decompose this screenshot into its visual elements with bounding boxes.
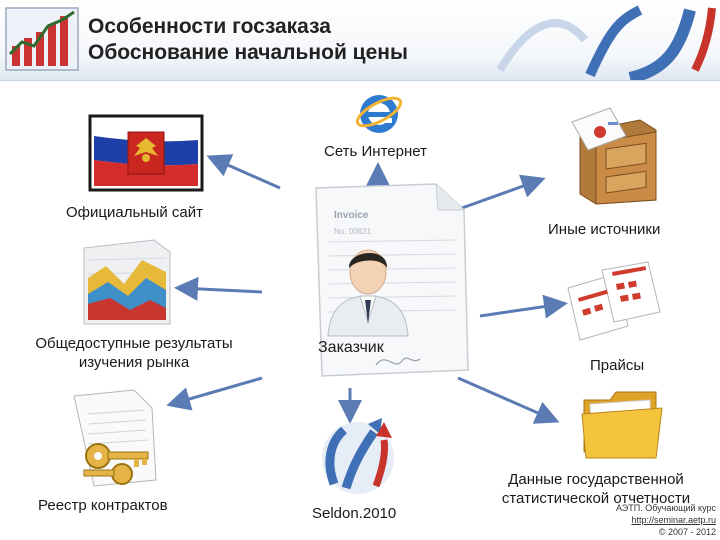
state-statistics-label-line1: Данные государственной	[508, 471, 684, 488]
arrow-to-price-lists	[479, 294, 568, 319]
market-research-label-line1: Общедоступные результаты	[35, 335, 233, 352]
invoice-title: Invoice	[334, 210, 369, 221]
price-lists-label[interactable]: Прайсы	[590, 357, 645, 374]
customer-avatar-icon	[327, 249, 409, 337]
center-label: Заказчик	[318, 339, 384, 356]
document-keys-icon[interactable]	[64, 388, 172, 492]
invoice-number: No. 00631	[334, 227, 371, 236]
arrow-to-market-research	[174, 276, 263, 301]
internet-label[interactable]: Сеть Интернет	[324, 143, 427, 160]
other-sources-label[interactable]: Иные источники	[548, 221, 661, 238]
price-documents-icon[interactable]	[562, 260, 666, 342]
russian-flag-emblem[interactable]	[88, 114, 204, 192]
arrow-to-other-sources	[461, 174, 546, 210]
market-research-label[interactable]: Общедоступные результаты изучения рынка	[14, 334, 254, 372]
footer-link[interactable]: http://seminar.aetp.ru	[631, 515, 716, 525]
growth-chart-logo-icon	[5, 7, 79, 71]
title-line-2: Обоснование начальной цены	[88, 41, 408, 64]
footer-credits: АЭТП. Обучающий курс http://seminar.aetp…	[616, 502, 716, 538]
arrow-to-contract-registry	[166, 376, 263, 411]
area-chart-icon[interactable]	[80, 238, 172, 326]
header-bar: Особенности госзаказа Обоснование началь…	[0, 0, 720, 81]
arrow-to-state-statistics	[457, 376, 560, 424]
contract-registry-label[interactable]: Реестр контрактов	[38, 497, 168, 514]
arrow-to-official-site	[206, 154, 281, 190]
official-site-label[interactable]: Официальный сайт	[66, 204, 203, 221]
state-statistics-label-line2: статистической отчетности	[501, 490, 691, 507]
yellow-folder-icon[interactable]	[580, 386, 664, 462]
seldon-label[interactable]: Seldon.2010	[312, 505, 397, 522]
footer-course: АЭТП. Обучающий курс	[615, 503, 716, 513]
internet-explorer-icon[interactable]	[354, 88, 404, 138]
page-title: Особенности госзаказа Обоснование началь…	[88, 14, 408, 66]
seldon-logo[interactable]	[316, 412, 400, 498]
file-cabinet-icon[interactable]	[570, 102, 662, 206]
title-line-1: Особенности госзаказа	[88, 15, 331, 38]
state-statistics-label[interactable]: Данные государственной статистической от…	[476, 470, 716, 508]
footer-copyright: © 2007 - 2012	[658, 527, 716, 537]
market-research-label-line2: изучения рынка	[78, 354, 190, 371]
brand-swoosh-logo	[496, 5, 716, 80]
